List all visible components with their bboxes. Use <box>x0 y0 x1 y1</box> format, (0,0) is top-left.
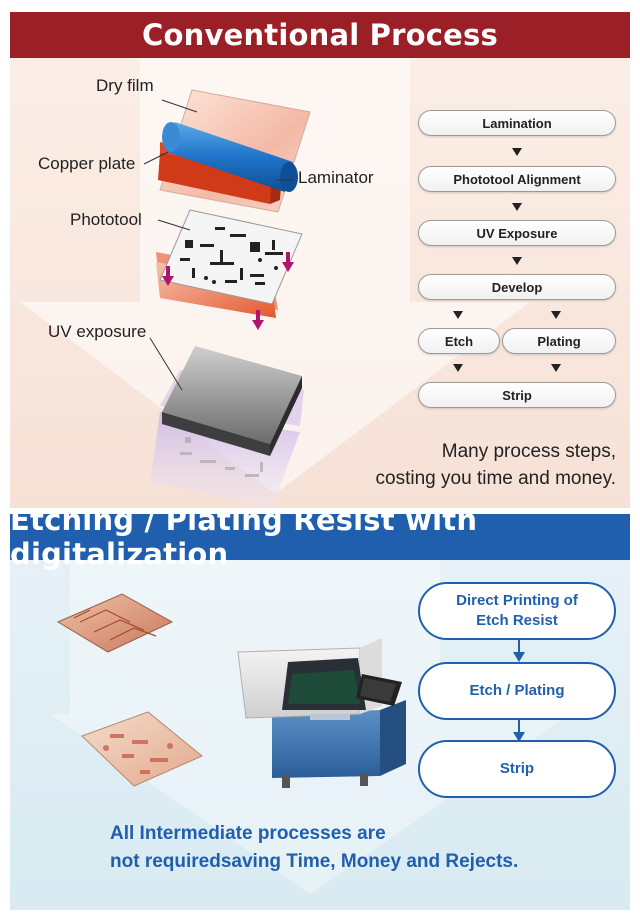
conventional-note-line2: costing you time and money. <box>375 468 616 489</box>
step-strip: Strip <box>418 382 616 408</box>
pcb-bottom-illustration <box>81 711 203 787</box>
conventional-note-line1: Many process steps, <box>441 441 616 462</box>
pcb-top-illustration <box>56 593 174 653</box>
digital-illustration <box>56 593 406 788</box>
conventional-illustration <box>143 89 311 507</box>
step-etch-plating: Etch / Plating <box>418 662 616 720</box>
down-arrow-icon <box>453 364 463 372</box>
step-lamination: Lamination <box>418 110 616 136</box>
down-arrow-icon <box>453 311 463 319</box>
step-direct-printing: Direct Printing of Etch Resist <box>418 582 616 640</box>
conventional-title: Conventional Process <box>142 18 498 52</box>
step-direct-printing-line1: Direct Printing of <box>456 592 578 609</box>
printer-machine-illustration <box>237 638 406 788</box>
copper-plate-label: Copper plate <box>38 154 136 173</box>
down-arrow-icon <box>512 257 522 265</box>
digital-title: Etching / Plating Resist with digitaliza… <box>10 514 478 571</box>
dry-film-label: Dry film <box>96 76 154 95</box>
step-etch: Etch <box>418 328 500 354</box>
phototool-illustration <box>156 209 303 330</box>
down-arrow-icon <box>551 364 561 372</box>
digital-note-line1: All Intermediate processes are <box>110 823 386 844</box>
down-arrow-icon <box>512 203 522 211</box>
down-arrow-icon <box>513 720 525 742</box>
digital-note-line2: not requiredsaving Time, Money and Rejec… <box>110 851 519 872</box>
step-strip-digital: Strip <box>418 740 616 798</box>
down-arrow-icon <box>512 148 522 156</box>
lamination-illustration <box>143 89 311 213</box>
conventional-note: Many process steps, costing you time and… <box>376 438 616 492</box>
down-arrow-icon <box>513 640 525 662</box>
conventional-title-bar: Conventional Process <box>10 12 630 58</box>
down-arrow-icon <box>551 311 561 319</box>
step-phototool-alignment: Phototool Alignment <box>418 166 616 192</box>
step-develop: Develop <box>418 274 616 300</box>
step-direct-printing-line2: Etch Resist <box>476 612 558 629</box>
uv-exposure-label: UV exposure <box>48 322 147 341</box>
digital-title-bar: Etching / Plating Resist with digitaliza… <box>10 514 630 571</box>
conventional-section: Conventional Process <box>10 12 630 508</box>
step-uv-exposure: UV Exposure <box>418 220 616 246</box>
digital-note: All Intermediate processes are not requi… <box>110 820 518 876</box>
uv-exposure-illustration <box>149 337 304 507</box>
phototool-label: Phototool <box>70 210 142 229</box>
step-plating: Plating <box>502 328 616 354</box>
digital-section: Etching / Plating Resist with digitaliza… <box>10 514 630 910</box>
laminator-label: Laminator <box>298 168 374 187</box>
